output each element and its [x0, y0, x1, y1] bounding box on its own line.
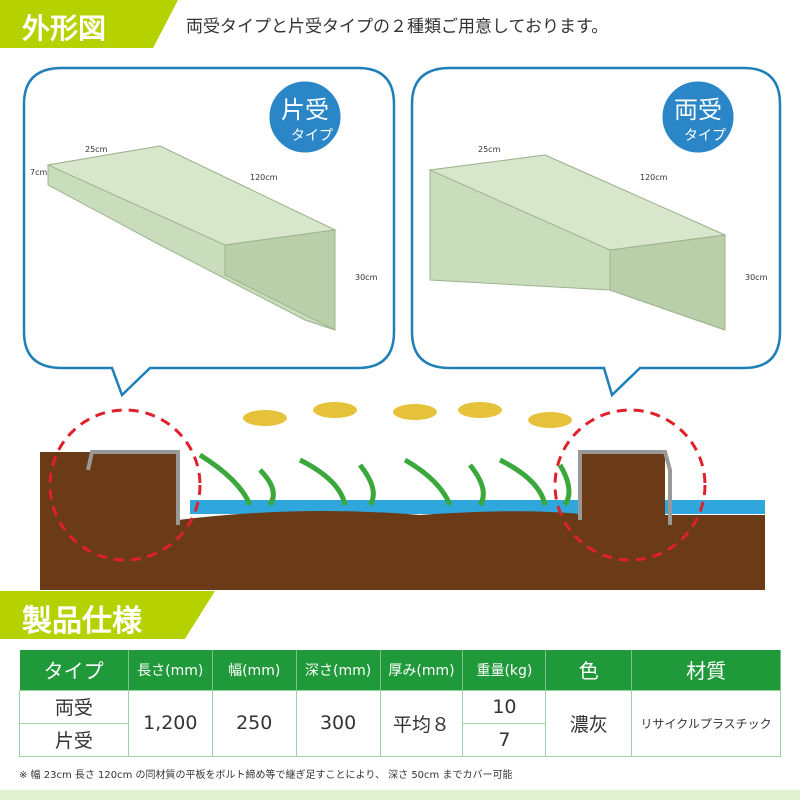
table-row: 両受 1,200 250 300 平均８ 10 濃灰 リサイクルプラスチック [19, 689, 781, 757]
color-cell: 濃灰 [545, 689, 633, 757]
spec-table: タイプ 長さ(mm) 幅(mm) 深さ(mm) 厚み(mm) 重量(kg) 色 … [19, 650, 781, 757]
callout-single-type: 25cm 120cm 7cm 30cm 片受 タイプ [22, 66, 396, 398]
badge-main: 片受 [281, 96, 329, 124]
badge-main: 両受 [674, 96, 722, 124]
dim-width: 25cm [85, 145, 108, 154]
dim-length: 120cm [250, 173, 278, 182]
dim-length: 120cm [640, 173, 668, 182]
weight-cell: 7 [462, 722, 547, 757]
header-length: 長さ(mm) [128, 650, 213, 690]
badge-single [266, 78, 344, 156]
thickness-cell: 平均８ [379, 689, 464, 757]
intro-text: 両受タイプと片受タイプの２種類ご用意しております。 [186, 17, 609, 37]
header-thickness: 厚み(mm) [380, 650, 464, 690]
depth-cell: 300 [295, 689, 381, 757]
header-depth: 深さ(mm) [296, 650, 381, 690]
field-scene [40, 402, 765, 590]
type-cell: 片受 [19, 722, 129, 757]
dim-depth: 30cm [745, 273, 768, 282]
badge-sub: タイプ [684, 128, 726, 144]
table-row: 片受 7 [19, 722, 781, 757]
material-cell: リサイクルプラスチック [631, 689, 781, 757]
header-type: タイプ [19, 650, 129, 690]
header-material: 材質 [631, 650, 781, 690]
type-cell: 両受 [19, 689, 129, 724]
length-cell: 1,200 [127, 689, 213, 757]
section-title-outline: 外形図 [0, 0, 178, 48]
header-weight: 重量(kg) [462, 650, 547, 690]
callout-double-type: 25cm 120cm 30cm 両受 タイプ [410, 66, 782, 398]
header-color: 色 [545, 650, 633, 690]
dim-width: 25cm [478, 145, 501, 154]
highlight-circle-right [553, 408, 707, 562]
highlight-circle-left [48, 408, 202, 562]
header-width: 幅(mm) [212, 650, 297, 690]
badge-double [659, 78, 737, 156]
badge-sub: タイプ [291, 128, 333, 144]
spec-note: ※ 幅 23cm 長さ 120cm の同材質の平板をボルト締め等で継ぎ足すことに… [19, 770, 513, 781]
width-cell: 250 [211, 689, 297, 757]
weight-cell: 10 [462, 689, 547, 724]
dim-thickness: 7cm [30, 168, 47, 177]
illustration: 25cm 120cm 7cm 30cm 片受 タイプ 25cm 120cm 30… [22, 66, 782, 590]
section-title-specs: 製品仕様 [0, 591, 215, 639]
table-header-row: タイプ 長さ(mm) 幅(mm) 深さ(mm) 厚み(mm) 重量(kg) 色 … [19, 650, 781, 690]
dim-depth: 30cm [355, 273, 378, 282]
footer-strip [0, 790, 800, 800]
